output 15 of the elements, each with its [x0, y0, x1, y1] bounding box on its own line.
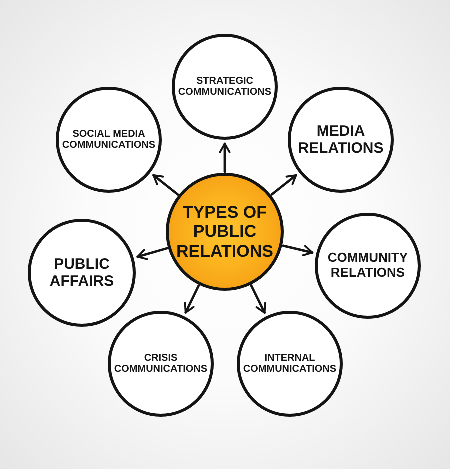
- central-topic-label: TYPES OF PUBLIC RELATIONS: [176, 202, 274, 262]
- arrow: [152, 174, 180, 196]
- topic-label: MEDIA RELATIONS: [297, 122, 385, 158]
- topic-label: COMMUNITY RELATIONS: [326, 251, 410, 281]
- arrow: [184, 284, 200, 314]
- topic-label: STRATEGIC COMMUNICATIONS: [177, 76, 273, 98]
- arrow: [282, 244, 314, 256]
- arrow: [219, 142, 231, 174]
- topic-label: CRISIS COMMUNICATIONS: [113, 352, 209, 376]
- topic-label: PUBLIC AFFAIRS: [48, 256, 116, 290]
- arrow: [136, 247, 168, 260]
- topic-label: INTERNAL COMMUNICATIONS: [242, 352, 338, 376]
- arrow: [250, 284, 266, 314]
- topic-label: SOCIAL MEDIA COMMUNICATIONS: [61, 128, 157, 152]
- arrow: [270, 174, 298, 196]
